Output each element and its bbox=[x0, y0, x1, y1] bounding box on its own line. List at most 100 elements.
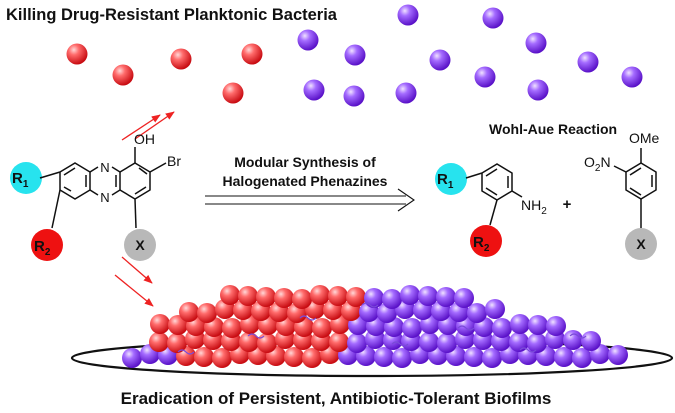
biofilm-purple-cell bbox=[400, 285, 420, 305]
biofilm-purple-cell bbox=[437, 333, 457, 353]
biofilm-red-cell bbox=[149, 332, 169, 352]
biofilm-purple-cell bbox=[581, 331, 601, 351]
biofilm-cluster bbox=[122, 285, 628, 368]
eps-strand bbox=[177, 349, 195, 355]
eps-strand bbox=[457, 325, 475, 331]
purple-bacterium bbox=[482, 7, 504, 29]
purple-bacterium bbox=[395, 82, 417, 104]
biofilm-red-cell bbox=[197, 303, 217, 323]
nitroanisole-structure: OMe O2N X bbox=[584, 130, 660, 260]
purple-bacterium bbox=[527, 79, 549, 101]
biofilm-purple-cell bbox=[122, 348, 142, 368]
biofilm-purple-cell bbox=[492, 318, 512, 338]
phenazine-n-bottom: N bbox=[100, 190, 109, 205]
nitroanisole-x: X bbox=[636, 236, 646, 252]
biofilm-purple-cell bbox=[464, 347, 484, 367]
eps-strand bbox=[519, 347, 537, 353]
purple-bacterium bbox=[303, 79, 325, 101]
plus-sign: + bbox=[563, 196, 572, 213]
purple-bacterium bbox=[429, 49, 451, 71]
purple-bacterium bbox=[577, 51, 599, 73]
aniline-structure: R1 R2 NH2 bbox=[435, 163, 547, 257]
biofilm-purple-cell bbox=[546, 316, 566, 336]
biofilm-red-cell bbox=[302, 348, 322, 368]
biofilm-purple-cell bbox=[528, 315, 548, 335]
biofilm-red-cell bbox=[150, 314, 170, 334]
biofilm-purple-cell bbox=[454, 288, 474, 308]
biofilm-red-cell bbox=[310, 285, 330, 305]
biofilm-purple-cell bbox=[563, 330, 583, 350]
phenazine-x: X bbox=[135, 237, 145, 253]
red-bacterium bbox=[66, 43, 88, 65]
arrow-label-line1: Modular Synthesis of bbox=[234, 154, 376, 170]
purple-bacterium bbox=[344, 44, 366, 66]
aniline-nh2: NH2 bbox=[521, 197, 547, 217]
biofilm-red-cell bbox=[179, 302, 199, 322]
phenazine-br: Br bbox=[167, 153, 181, 169]
nitroanisole-ome: OMe bbox=[629, 130, 660, 146]
title-bottom: Eradication of Persistent, Antibiotic-To… bbox=[121, 389, 552, 408]
purple-bacterium bbox=[343, 85, 365, 107]
red-arrows-up bbox=[121, 111, 175, 141]
biofilm-red-cell bbox=[167, 333, 187, 353]
eps-strand bbox=[299, 315, 317, 321]
red-arrows-down bbox=[114, 256, 154, 307]
nitroanisole-o2n: O2N bbox=[584, 154, 611, 174]
purple-bacterium bbox=[397, 4, 419, 26]
reaction-name: Wohl-Aue Reaction bbox=[489, 121, 617, 137]
biofilm-purple-cell bbox=[382, 289, 402, 309]
planktonic-purple-bacteria bbox=[297, 4, 643, 107]
biofilm-red-cell bbox=[257, 333, 277, 353]
purple-bacterium bbox=[297, 29, 319, 51]
biofilm-red-cell bbox=[346, 287, 366, 307]
x-substituent-circle bbox=[124, 229, 156, 261]
retrosynthesis-arrow bbox=[205, 188, 415, 212]
biofilm-purple-cell bbox=[527, 333, 547, 353]
phenazine-oh: OH bbox=[134, 131, 155, 147]
biofilm-purple-cell bbox=[364, 288, 384, 308]
biofilm-red-cell bbox=[194, 347, 214, 367]
purple-bacterium bbox=[621, 66, 643, 88]
biofilm-purple-cell bbox=[510, 314, 530, 334]
biofilm-purple-cell bbox=[402, 318, 422, 338]
eps-strand bbox=[361, 302, 379, 308]
red-bacterium bbox=[170, 48, 192, 70]
red-bacterium bbox=[222, 82, 244, 104]
nitroanisole-x-circle bbox=[625, 228, 657, 260]
biofilm-red-cell bbox=[222, 318, 242, 338]
biofilm-purple-cell bbox=[436, 287, 456, 307]
biofilm-purple-cell bbox=[509, 332, 529, 352]
biofilm-purple-cell bbox=[572, 348, 592, 368]
biofilm-red-cell bbox=[284, 347, 304, 367]
arrow-label-line2: Halogenated Phenazines bbox=[223, 173, 388, 189]
aniline-r2-circle bbox=[470, 225, 502, 257]
biofilm-purple-cell bbox=[347, 333, 367, 353]
planktonic-red-bacteria bbox=[66, 43, 263, 104]
phenazine-r1: R1 bbox=[12, 170, 29, 190]
biofilm-purple-cell bbox=[419, 332, 439, 352]
biofilm-red-cell bbox=[292, 289, 312, 309]
biofilm-red-cell bbox=[328, 286, 348, 306]
biofilm-purple-cell bbox=[392, 348, 412, 368]
eps-strand bbox=[569, 333, 587, 339]
biofilm-red-cell bbox=[220, 285, 240, 305]
r2-substituent-circle bbox=[31, 229, 63, 261]
biofilm-red-cell bbox=[274, 288, 294, 308]
aniline-r1-circle bbox=[435, 163, 467, 195]
biofilm-purple-cell bbox=[485, 299, 505, 319]
phenazine-r2: R2 bbox=[34, 238, 51, 258]
biofilm-purple-cell bbox=[374, 347, 394, 367]
biofilm-red-cell bbox=[212, 348, 232, 368]
biofilm-red-cell bbox=[256, 287, 276, 307]
red-bacterium bbox=[241, 43, 263, 65]
biofilm-purple-cell bbox=[482, 348, 502, 368]
eps-strand bbox=[247, 333, 265, 339]
purple-bacterium bbox=[525, 32, 547, 54]
biofilm-red-cell bbox=[312, 318, 332, 338]
phenazine-n-top: N bbox=[100, 160, 109, 175]
purple-bacterium bbox=[474, 66, 496, 88]
aniline-r2: R2 bbox=[473, 234, 490, 254]
biofilm-purple-cell bbox=[608, 345, 628, 365]
biofilm-red-cell bbox=[239, 332, 259, 352]
